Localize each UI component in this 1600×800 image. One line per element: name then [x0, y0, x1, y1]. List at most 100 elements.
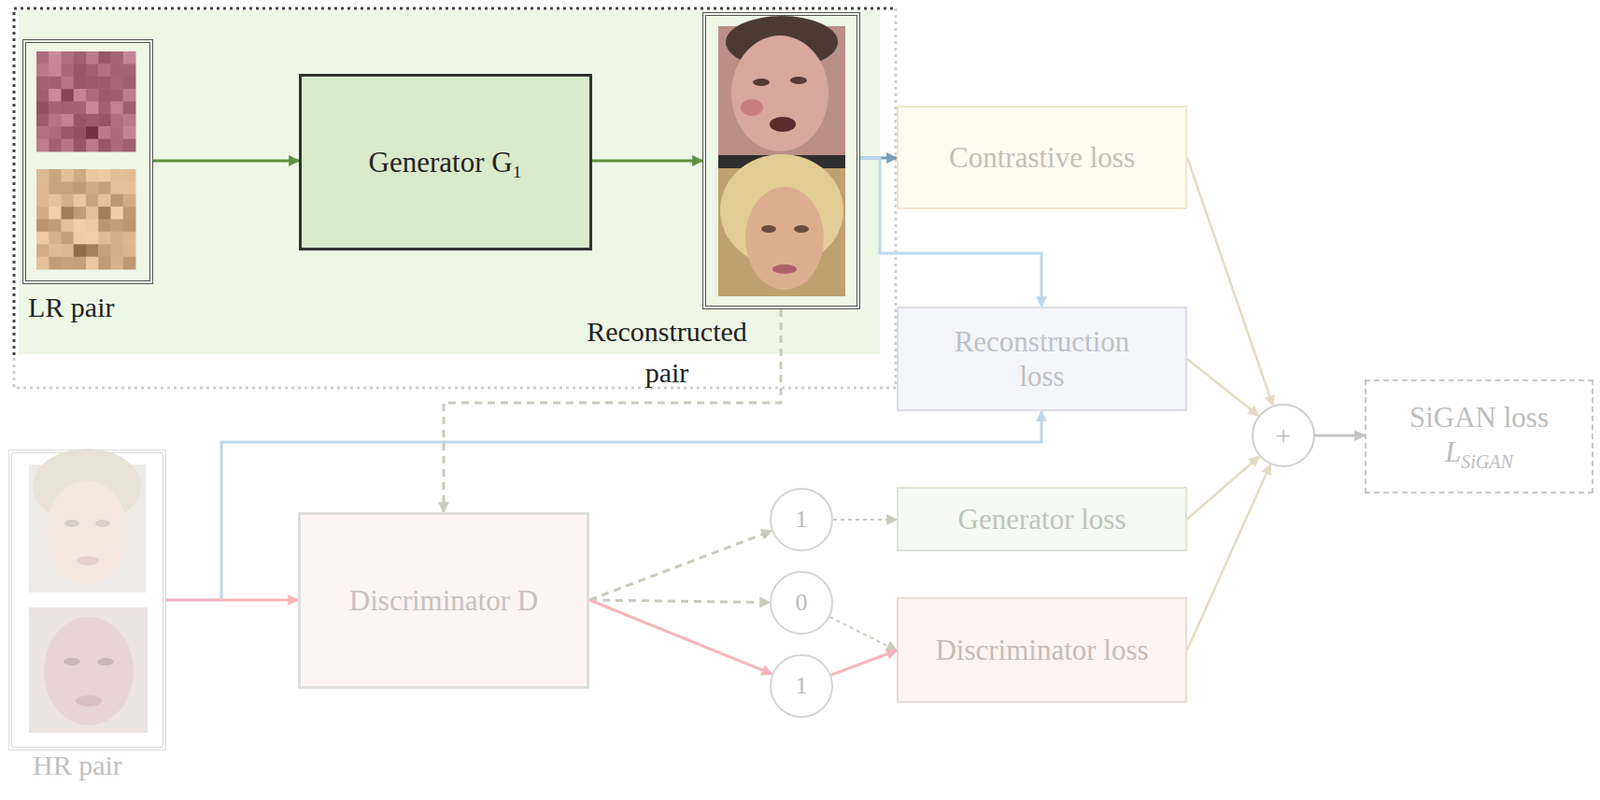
image-label: Reconstructed pair	[564, 311, 770, 393]
mosaic-pixel	[61, 219, 75, 233]
mosaic-pixel	[85, 169, 100, 183]
mosaic-pixel	[98, 206, 112, 220]
mosaic-pixel	[111, 231, 125, 245]
mosaic-pixel	[36, 231, 50, 245]
mosaic-pixel	[85, 243, 100, 257]
mosaic-pixel	[73, 219, 87, 233]
mosaic-pixel	[98, 76, 112, 90]
generator-box: Generator G₁	[298, 73, 593, 251]
connector	[1315, 434, 1365, 438]
mosaic-pixel	[123, 256, 137, 270]
mosaic-pixel	[73, 113, 87, 128]
mosaic-pixel	[61, 126, 75, 140]
box-label: Generator G₁	[368, 144, 524, 180]
connector	[1187, 464, 1271, 651]
mosaic-pixel	[123, 88, 137, 102]
image-pair: Reconstructed pair	[702, 12, 861, 310]
sum-circle: +	[1251, 403, 1316, 468]
connector	[592, 159, 703, 163]
mosaic-pixel	[61, 194, 75, 208]
mosaic-pixel	[48, 101, 62, 115]
loss-box: Discriminator loss	[896, 596, 1188, 703]
mosaic-pixel	[98, 113, 112, 128]
connector	[829, 616, 897, 651]
mosaic-pixel	[111, 243, 125, 257]
mosaic-pixel	[123, 243, 137, 257]
mosaic-pixel	[36, 139, 50, 153]
mosaic-pixel	[111, 256, 125, 270]
mosaic-pixel	[36, 206, 50, 220]
face-eye	[752, 78, 770, 86]
mosaic-pixel	[111, 113, 125, 128]
mosaic-pixel	[73, 243, 87, 257]
mosaic-pixel	[73, 76, 87, 90]
mosaic-pixel	[123, 194, 137, 208]
mosaic-pixel	[48, 181, 62, 195]
mosaic-pixel	[36, 63, 50, 77]
mosaic-pixel	[61, 256, 75, 270]
label-circle: 0	[769, 570, 834, 635]
box-label: Generator loss	[958, 501, 1127, 537]
mosaic-pixel	[111, 169, 125, 183]
face-mouth	[769, 116, 796, 132]
mosaic-pixel	[48, 88, 62, 102]
mosaic-pixel	[98, 51, 112, 65]
mosaic-pixel	[98, 194, 112, 208]
mosaic-pixel	[61, 63, 75, 77]
mosaic-pixel	[48, 256, 62, 270]
mosaic-pixel	[85, 51, 100, 65]
face-skin	[745, 186, 824, 290]
mosaic-pixel	[36, 169, 50, 183]
mosaic-pixel	[73, 88, 87, 102]
loss-box: Contrastive loss	[896, 105, 1188, 210]
mosaic-pixel	[123, 76, 137, 90]
circle-label: 1	[795, 504, 808, 534]
mosaic-pixel	[98, 181, 112, 195]
face-skin	[731, 35, 829, 152]
mosaic-pixel	[123, 63, 137, 77]
mosaic-pixel	[61, 101, 75, 115]
mosaic-pixel	[123, 101, 137, 115]
face-mouth	[76, 555, 100, 566]
mosaic-pixel	[111, 206, 125, 220]
mosaic-pixel	[36, 256, 50, 270]
mosaic-pixel	[98, 231, 112, 245]
mosaic-pixel	[111, 63, 125, 77]
mosaic-pixel	[123, 169, 137, 183]
mosaic-pixel	[73, 139, 87, 153]
face-eye	[63, 657, 81, 666]
connector	[589, 599, 770, 603]
mosaic-pixel	[111, 126, 125, 140]
mosaic-pixel	[36, 219, 50, 233]
mosaic-pixel	[85, 256, 100, 270]
connector	[589, 530, 772, 600]
mosaic-pixel	[85, 194, 100, 208]
image-label: HR pair	[32, 749, 183, 780]
mosaic-pixel	[48, 194, 62, 208]
mosaic-pixel	[123, 219, 137, 233]
mosaic-pixel	[123, 113, 137, 128]
connector	[443, 309, 781, 512]
face-skin	[43, 616, 134, 725]
box-label: Reconstruction loss	[930, 324, 1155, 394]
mosaic-pixel	[73, 169, 87, 183]
mosaic-pixel	[73, 256, 87, 270]
face-image	[28, 607, 148, 733]
mosaic-pixel	[85, 206, 100, 220]
connector	[833, 518, 897, 521]
mosaic-pixel	[73, 63, 87, 77]
green-region	[18, 10, 880, 354]
mosaic-pixel	[111, 139, 125, 153]
mosaic-pixel	[48, 126, 62, 140]
mosaic-pixel	[61, 243, 75, 257]
face-eye	[793, 225, 809, 233]
loss-box: Generator loss	[896, 486, 1188, 552]
group-outline	[14, 8, 896, 388]
mosaic-pixel	[73, 126, 87, 140]
mosaic-pixel	[98, 139, 112, 153]
label-circle: 1	[769, 487, 834, 552]
face-eye	[64, 519, 80, 527]
group-outline	[14, 8, 896, 355]
face-skin	[45, 480, 128, 585]
